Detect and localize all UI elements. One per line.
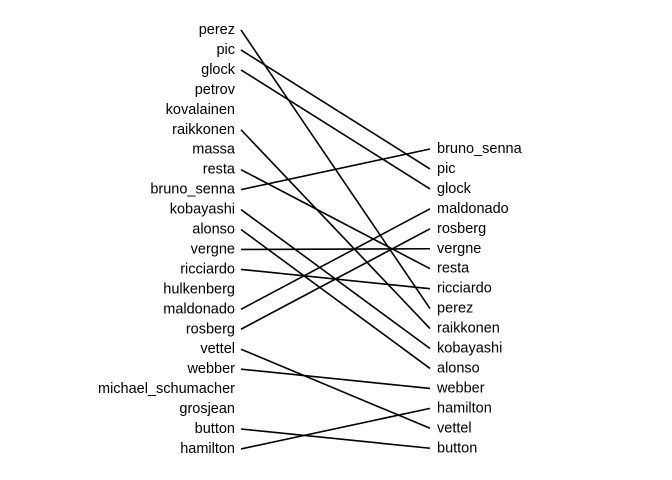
- link-pic: [240, 49, 431, 170]
- right-label-resta: resta: [437, 261, 470, 277]
- left-label-pic: pic: [216, 42, 235, 58]
- link-webber: [240, 368, 431, 390]
- link-rosberg: [240, 228, 431, 330]
- left-label-raikkonen: raikkonen: [172, 122, 235, 138]
- left-label-hamilton: hamilton: [180, 441, 235, 457]
- right-label-perez: perez: [437, 301, 473, 317]
- link-resta: [240, 168, 431, 270]
- left-label-massa: massa: [192, 142, 236, 158]
- left-label-grosjean: grosjean: [179, 401, 235, 417]
- left-label-petrov: petrov: [195, 82, 236, 98]
- left-label-maldonado: maldonado: [163, 301, 235, 317]
- left-label-hulkenberg: hulkenberg: [163, 281, 235, 297]
- link-hamilton: [240, 407, 431, 450]
- right-label-kobayashi: kobayashi: [437, 341, 502, 357]
- left-label-bruno-senna: bruno_senna: [150, 182, 236, 198]
- link-alonso: [240, 228, 431, 370]
- right-label-bruno-senna: bruno_senna: [437, 141, 523, 157]
- left-label-michael-schumacher: michael_schumacher: [98, 381, 235, 397]
- left-label-button: button: [195, 421, 235, 437]
- left-label-vettel: vettel: [200, 341, 235, 357]
- right-label-webber: webber: [436, 380, 485, 396]
- left-label-rosberg: rosberg: [186, 321, 235, 337]
- right-label-maldonado: maldonado: [437, 201, 509, 217]
- link-vergne: [240, 247, 431, 251]
- left-label-webber: webber: [186, 361, 235, 377]
- right-label-glock: glock: [437, 181, 472, 197]
- left-label-perez: perez: [199, 22, 235, 38]
- left-label-glock: glock: [201, 62, 236, 78]
- left-label-kovalainen: kovalainen: [166, 102, 235, 118]
- right-label-alonso: alonso: [437, 360, 480, 376]
- right-label-raikkonen: raikkonen: [437, 321, 500, 337]
- link-vettel: [240, 348, 431, 430]
- right-label-vergne: vergne: [437, 241, 481, 257]
- left-label-vergne: vergne: [191, 241, 235, 257]
- right-label-button: button: [437, 440, 477, 456]
- right-label-rosberg: rosberg: [437, 221, 486, 237]
- left-label-alonso: alonso: [192, 222, 235, 238]
- left-label-ricciardo: ricciardo: [180, 261, 235, 277]
- left-column-labels: perez pic glock petrov kovalainen raikkonen ma…: [98, 22, 236, 457]
- link-raikkonen: [240, 129, 431, 330]
- left-label-kobayashi: kobayashi: [170, 202, 235, 218]
- right-label-vettel: vettel: [437, 420, 472, 436]
- left-label-resta: resta: [203, 162, 236, 178]
- link-maldonado: [240, 208, 431, 311]
- link-lines: [240, 29, 431, 450]
- right-label-hamilton: hamilton: [437, 400, 492, 416]
- link-glock: [240, 69, 431, 190]
- right-label-ricciardo: ricciardo: [437, 281, 492, 297]
- link-bruno-senna: [240, 148, 431, 191]
- right-label-pic: pic: [437, 161, 456, 177]
- link-button: [240, 428, 431, 450]
